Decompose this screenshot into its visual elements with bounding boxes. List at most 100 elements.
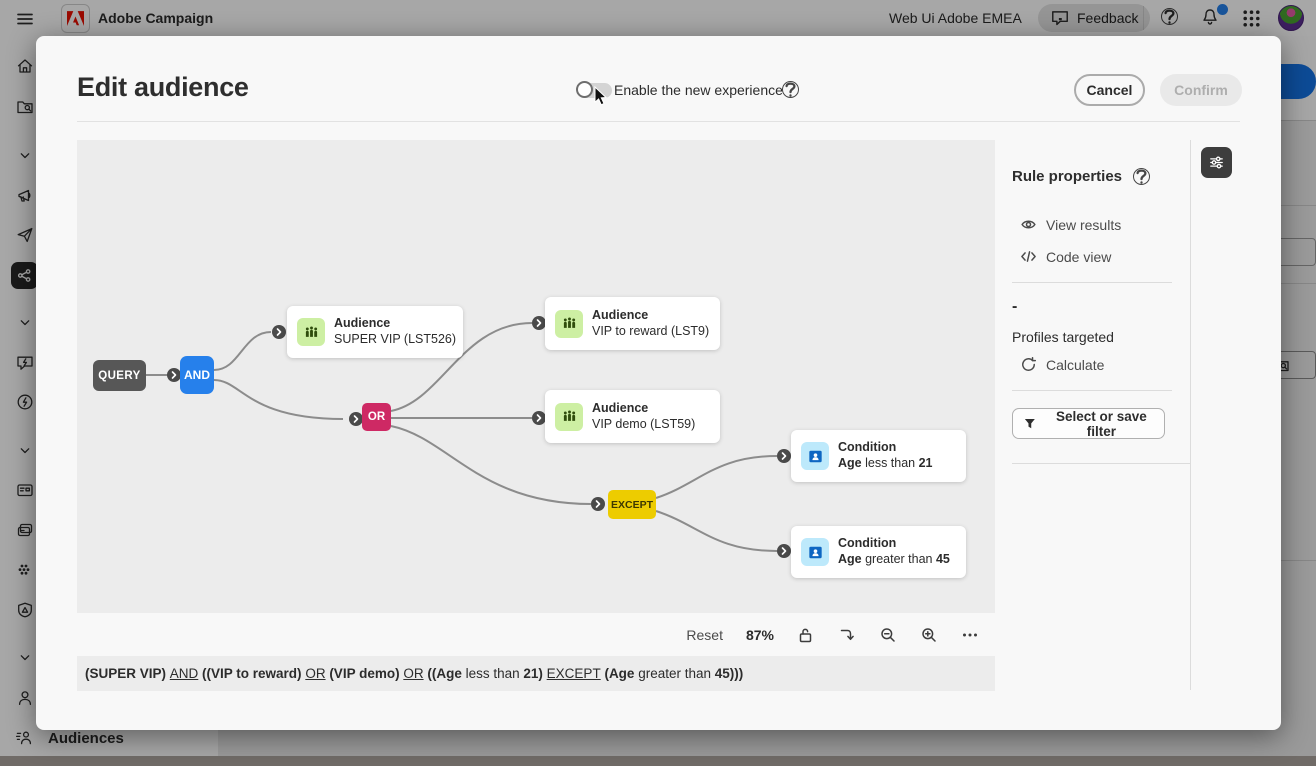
query-node[interactable]: QUERY [93, 360, 146, 391]
background-page-title: Audiences [14, 728, 124, 748]
app-switcher-icon[interactable] [1241, 8, 1262, 29]
sidebar-deliveries-icon[interactable] [15, 225, 35, 245]
panel-divider [1012, 390, 1172, 391]
or-operator-node[interactable]: OR [362, 403, 391, 431]
feedback-label: Feedback [1077, 10, 1139, 26]
environment-label: Web Ui Adobe EMEA [889, 10, 1022, 26]
confirm-button[interactable]: Confirm [1160, 74, 1242, 106]
card-title: Audience [334, 316, 391, 331]
properties-panel-toggle-button[interactable] [1201, 147, 1232, 178]
connector-badge [532, 411, 546, 425]
cancel-button[interactable]: Cancel [1074, 74, 1145, 106]
reset-button[interactable]: Reset [686, 626, 723, 643]
topbar-divider [1143, 6, 1144, 30]
background-page-title-text: Audiences [48, 729, 124, 747]
toggle-knob [576, 81, 593, 98]
card-title: Audience [592, 307, 649, 322]
refresh-icon [1022, 356, 1037, 371]
connector-badge [272, 325, 286, 339]
sidebar-item-audiences-active[interactable] [11, 262, 38, 289]
card-title: Condition [838, 440, 897, 455]
connector-badge [167, 368, 181, 382]
zoom-in-icon[interactable] [920, 626, 938, 644]
panel-divider [1012, 282, 1172, 283]
sidebar-chevron-down-icon-2[interactable] [15, 313, 35, 333]
eye-icon [1021, 220, 1036, 229]
card-condition-text: Age less than 21 [838, 456, 933, 470]
connector-badge [777, 449, 791, 463]
connector-badge [591, 497, 605, 511]
sidebar-chevron-down-icon-3[interactable] [15, 441, 35, 461]
header-divider [77, 121, 1240, 122]
rule-expression-bar: (SUPER VIP) AND ((VIP to reward) OR (VIP… [77, 656, 995, 691]
sidebar-cluster-icon[interactable] [15, 560, 35, 580]
sidebar-energy-icon[interactable] [15, 392, 35, 412]
audiences-icon [15, 731, 32, 745]
user-avatar[interactable] [1278, 5, 1304, 31]
sidebar-chevron-down-icon[interactable] [15, 146, 35, 166]
select-or-save-filter-button[interactable]: Select or save filter [1012, 408, 1165, 439]
sidebar-shield-icon[interactable] [15, 600, 35, 620]
zoom-out-icon[interactable] [879, 626, 897, 644]
sidebar-home-icon[interactable] [15, 56, 35, 76]
condition-card-age-greater-than[interactable]: Condition Age greater than 45 [791, 526, 966, 578]
sidebar-chevron-down-icon-4[interactable] [15, 648, 35, 668]
toggle-help-icon[interactable] [782, 81, 799, 98]
sidebar-chat-automation-icon[interactable] [15, 353, 35, 373]
profiles-targeted-label: Profiles targeted [1012, 329, 1114, 345]
adobe-logo[interactable] [61, 4, 90, 33]
card-condition-text: Age greater than 45 [838, 552, 950, 566]
modal-title: Edit audience [77, 72, 249, 102]
connector-badge [532, 316, 546, 330]
card-title: Audience [592, 400, 649, 415]
more-options-icon[interactable] [961, 626, 979, 644]
feedback-button[interactable]: Feedback [1038, 4, 1151, 32]
sidebar-templates-icon[interactable] [15, 520, 35, 540]
audience-icon [555, 402, 583, 431]
except-operator-node[interactable]: EXCEPT [608, 490, 656, 519]
and-operator-node[interactable]: AND [180, 356, 214, 394]
rule-properties-help-icon[interactable] [1133, 168, 1151, 185]
card-title: Condition [838, 536, 897, 551]
sidebar-content-card-icon[interactable] [15, 480, 35, 500]
zoom-level: 87% [745, 626, 774, 643]
card-subtitle: VIP to reward (LST9) [592, 323, 710, 338]
panel-vertical-divider [1190, 140, 1191, 690]
view-results-link[interactable]: View results [1020, 216, 1121, 233]
unlock-icon[interactable] [797, 626, 815, 644]
canvas-toolbar: Reset 87% [77, 613, 995, 656]
card-subtitle: SUPER VIP (LST526) [334, 332, 457, 346]
auto-layout-icon[interactable] [838, 626, 856, 644]
code-icon [1021, 251, 1036, 262]
app-name: Adobe Campaign [98, 10, 214, 26]
notifications-bell-icon[interactable] [1200, 4, 1228, 31]
toggle-label: Enable the new experience [614, 82, 783, 98]
calculate-link[interactable]: Calculate [1020, 356, 1104, 373]
profiles-targeted-value: - [1012, 298, 1018, 315]
mouse-cursor [594, 86, 609, 107]
filter-funnel-icon [1024, 419, 1035, 429]
sidebar-campaigns-icon[interactable] [15, 186, 35, 206]
panel-divider [1012, 463, 1190, 464]
bottom-strip [0, 756, 1316, 766]
condition-icon [801, 442, 829, 470]
sidebar-profiles-icon[interactable] [15, 688, 35, 708]
feedback-chat-icon [1052, 11, 1068, 26]
notification-dot [1217, 4, 1228, 15]
condition-icon [801, 538, 829, 566]
condition-card-age-less-than[interactable]: Condition Age less than 21 [791, 430, 966, 482]
workflow-edges [143, 316, 791, 558]
help-icon[interactable] [1161, 8, 1178, 25]
code-view-link[interactable]: Code view [1020, 248, 1111, 265]
audience-icon [555, 309, 583, 338]
sliders-icon [1210, 156, 1223, 169]
card-subtitle: VIP demo (LST59) [592, 416, 696, 431]
edit-audience-modal: Edit audience Enable the new experience … [36, 36, 1281, 730]
hamburger-menu-icon[interactable] [15, 9, 35, 29]
sidebar-explorer-icon[interactable] [15, 97, 35, 117]
